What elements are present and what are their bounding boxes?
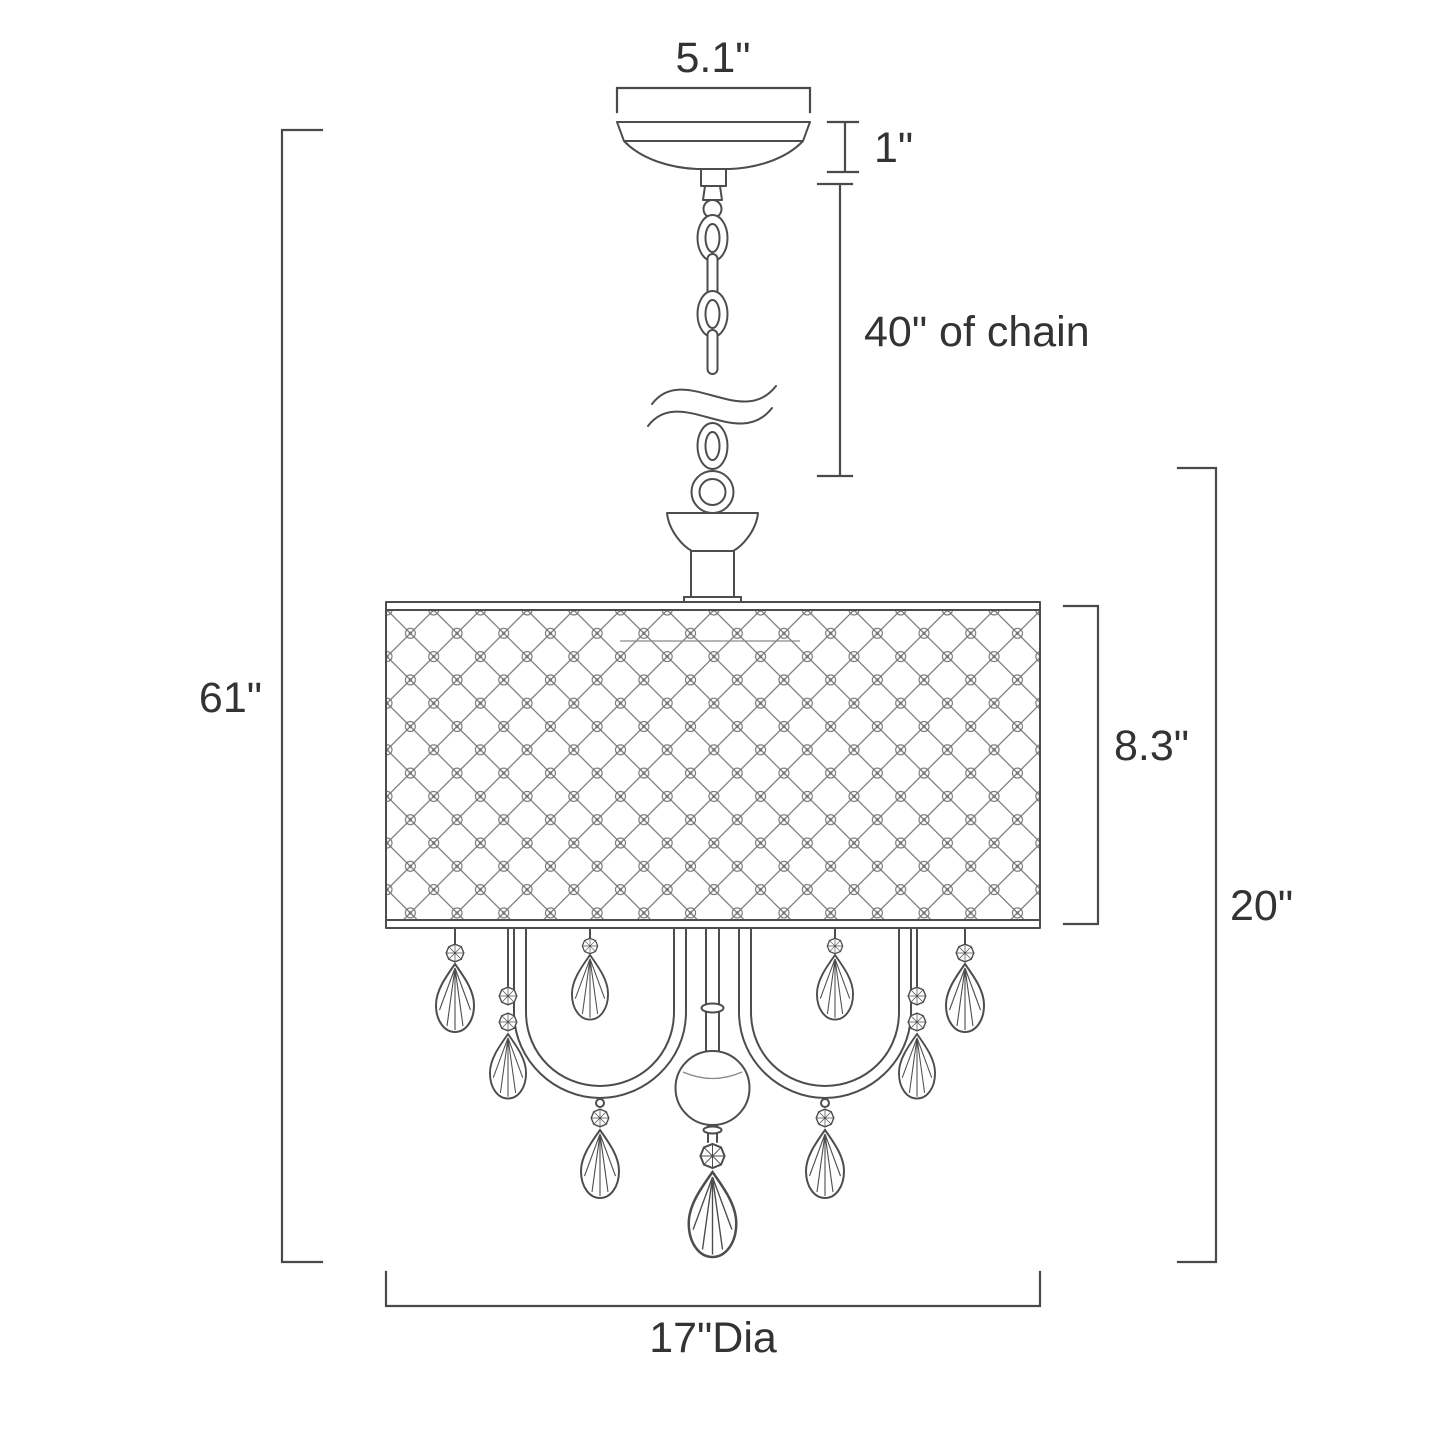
dim-diameter: 17"Dia — [384, 1270, 1042, 1362]
dim-chain-length-label: 40" of chain — [864, 308, 1090, 356]
chain — [696, 214, 729, 470]
dim-diameter-label: 17"Dia — [649, 1314, 777, 1362]
dim-overall-height: 61" — [199, 128, 324, 1264]
crystal-drops — [435, 927, 985, 1259]
dim-chain-length: 40" of chain — [816, 182, 1090, 478]
dim-canopy-width: 5.1" — [615, 34, 812, 114]
dim-canopy-width-label: 5.1" — [675, 34, 750, 82]
dim-body-height-label: 20" — [1230, 882, 1293, 930]
dim-body-height: 20" — [1176, 466, 1293, 1264]
dim-canopy-height-label: 1" — [874, 124, 913, 172]
dim-overall-height-label: 61" — [199, 674, 262, 722]
dim-canopy-height: 1" — [826, 120, 913, 174]
shade-connector — [666, 470, 759, 603]
crystal-lattice — [387, 610, 1039, 920]
dim-shade-height-label: 8.3" — [1114, 722, 1189, 770]
ceiling-canopy — [616, 121, 811, 219]
chain-break-symbol — [647, 385, 777, 427]
dim-shade-height: 8.3" — [1062, 604, 1189, 926]
center-column-and-ball — [674, 927, 751, 1143]
drum-shade — [385, 601, 1041, 929]
